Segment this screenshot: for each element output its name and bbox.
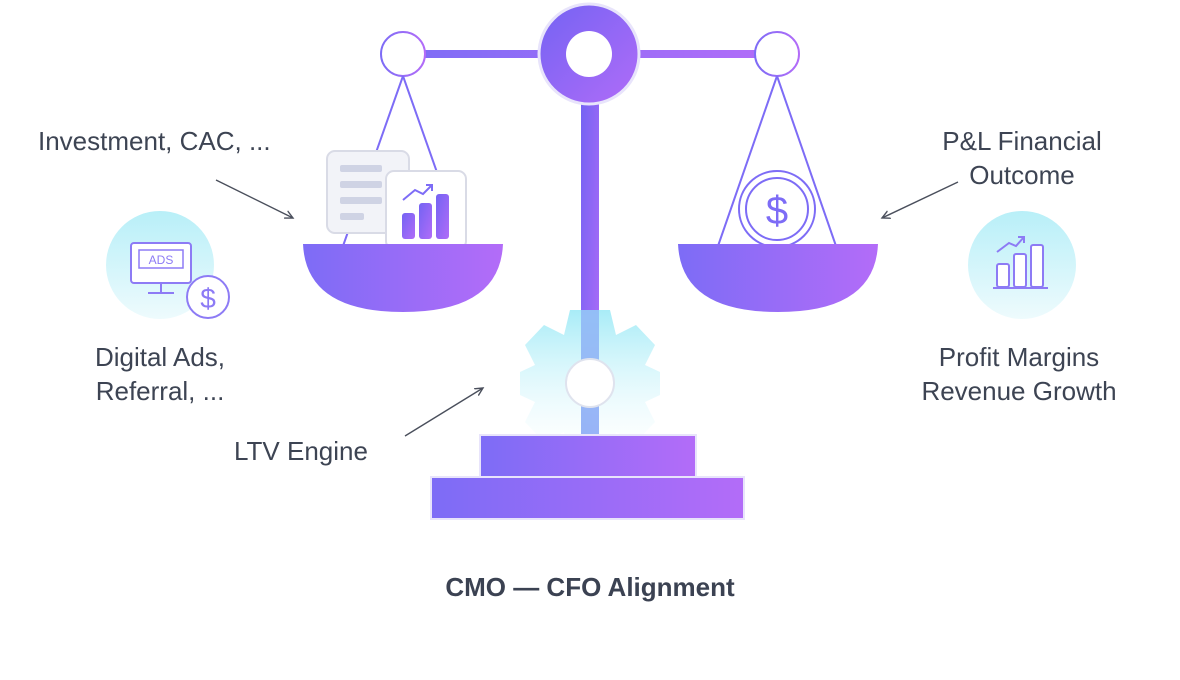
arrow-investment [215, 179, 293, 218]
pnl-financial-outcome-label: P&L Financial Outcome [902, 124, 1142, 192]
profit-margins-label: Profit Margins Revenue Growth [879, 340, 1159, 408]
diagram-title: CMO — CFO Alignment [445, 572, 735, 602]
annotation-arrows [215, 179, 959, 437]
monitor-ads-icon: ADS $ [106, 211, 230, 319]
document-bar-chart-icon [326, 150, 467, 250]
scale-base [430, 434, 745, 520]
profit-line-2: Revenue Growth [921, 376, 1117, 406]
pnl-line-1: P&L Financial [942, 126, 1102, 156]
beam-left-ring [380, 31, 426, 77]
ads-dollar-glyph: $ [200, 283, 216, 314]
ads-badge-text: ADS [149, 253, 174, 267]
digital-ads-line-2: Referral, ... [95, 376, 225, 406]
dollar-coin-icon: $ [738, 170, 816, 248]
scale-pivot [537, 2, 641, 106]
pnl-line-2: Outcome [969, 160, 1075, 190]
digital-ads-label: Digital Ads, Referral, ... [40, 340, 280, 408]
beam-right-ring [754, 31, 800, 77]
digital-ads-line-1: Digital Ads, [94, 342, 226, 372]
ltv-engine-label: LTV Engine [234, 436, 368, 466]
investment-cac-label: Investment, CAC, ... [38, 126, 271, 156]
coin-dollar-glyph: $ [766, 189, 788, 233]
right-pan-strings [717, 75, 837, 247]
right-scale-pan [678, 244, 878, 312]
growth-bar-chart-icon [968, 211, 1076, 319]
arrow-ltv [404, 388, 483, 437]
left-scale-pan [303, 244, 503, 312]
profit-line-1: Profit Margins [938, 342, 1100, 372]
gear-icon [520, 310, 660, 455]
arrow-pnl [882, 181, 959, 218]
